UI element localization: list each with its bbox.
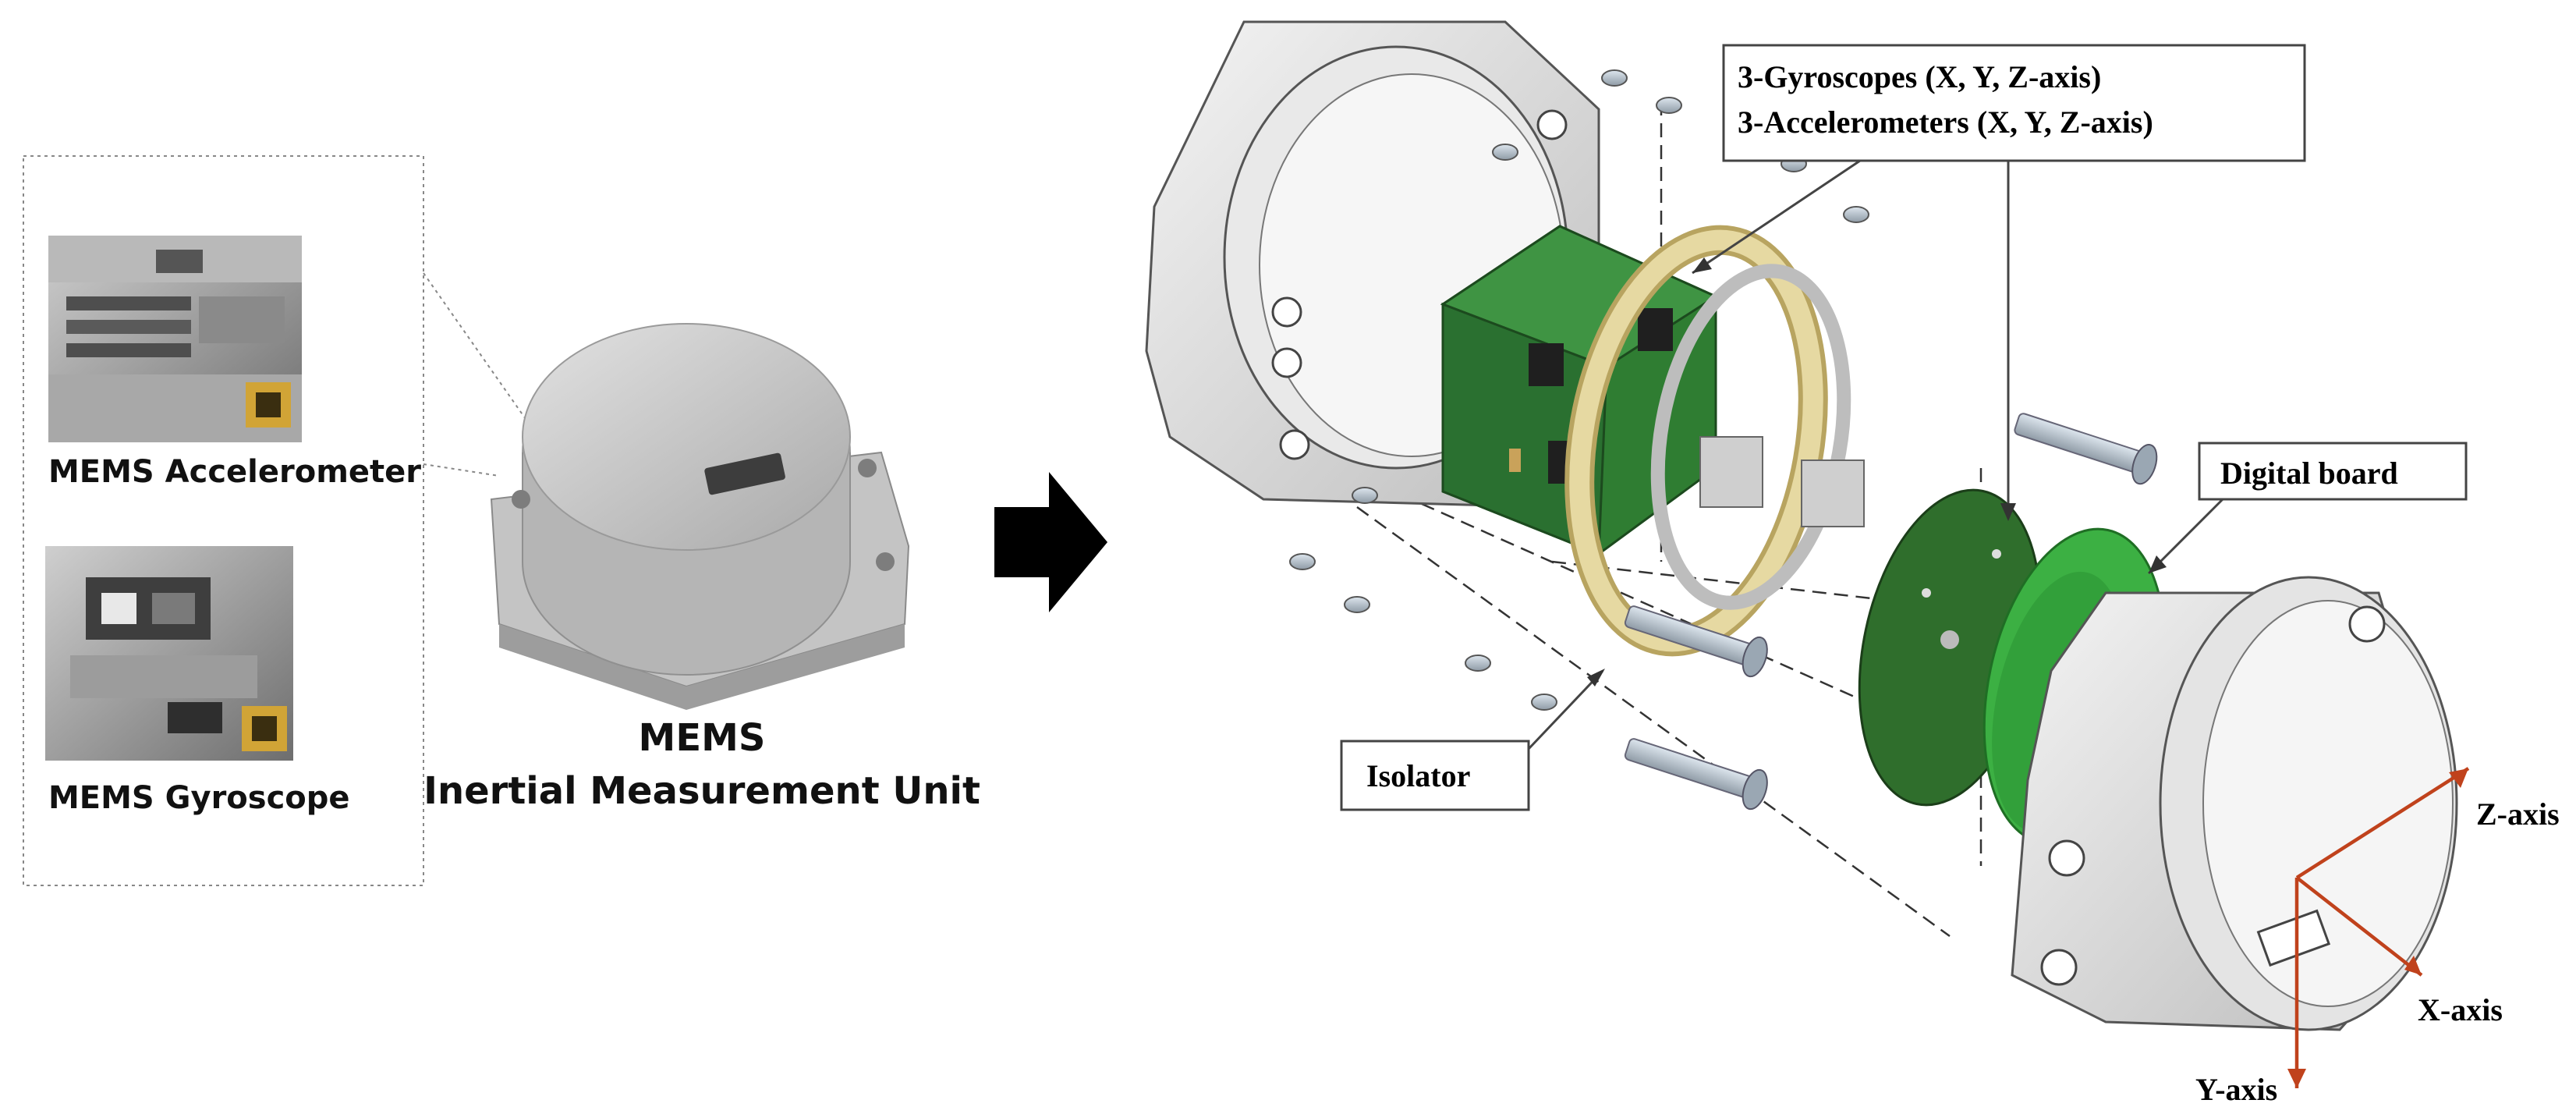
- callout-isolator: Isolator: [1340, 669, 1605, 811]
- transition-arrow-icon: [994, 472, 1107, 612]
- accelerometers-label: 3-Accelerometers (X, Y, Z-axis): [1738, 105, 2153, 140]
- inset-dotted-border: [23, 155, 424, 886]
- front-housing: [2011, 576, 2458, 1031]
- gyro-chip-icon: [1529, 343, 1564, 386]
- sensor-inset: MEMS Accelerometer MEMS Gyroscope: [23, 155, 424, 886]
- isolator-ring: [1564, 225, 1865, 657]
- callout-digital-board: Digital board: [2147, 442, 2468, 575]
- mounting-screws: [1624, 413, 2158, 811]
- callout-sensors: 3-Gyroscopes (X, Y, Z-axis) 3-Accelerome…: [1692, 44, 2306, 521]
- imu-title-line2: Inertial Measurement Unit: [423, 769, 980, 813]
- accelerometer-label: MEMS Accelerometer: [48, 454, 421, 490]
- inset-leader-bottom: [423, 463, 500, 477]
- inset-leader-top: [423, 272, 539, 438]
- isolator-label: Isolator: [1366, 758, 1470, 793]
- exploded-view: [1145, 20, 2470, 1088]
- digital-board-label: Digital board: [2220, 456, 2398, 491]
- front-connector-icon: [2256, 909, 2331, 967]
- z-axis-label: Z-axis: [2476, 796, 2560, 832]
- imu-render: [490, 323, 910, 710]
- gyroscope-photo: [45, 546, 293, 761]
- y-axis-label: Y-axis: [2195, 1072, 2277, 1107]
- coordinate-axes: [2287, 767, 2470, 1088]
- gyroscope-label: MEMS Gyroscope: [48, 780, 350, 816]
- imu-connector-icon: [704, 452, 785, 495]
- imu-screw-icon: [512, 490, 530, 509]
- gyroscopes-label: 3-Gyroscopes (X, Y, Z-axis): [1738, 59, 2101, 94]
- x-axis-label: X-axis: [2418, 992, 2503, 1027]
- accelerometer-photo: [48, 236, 302, 442]
- imu-title-line1: MEMS: [639, 716, 766, 760]
